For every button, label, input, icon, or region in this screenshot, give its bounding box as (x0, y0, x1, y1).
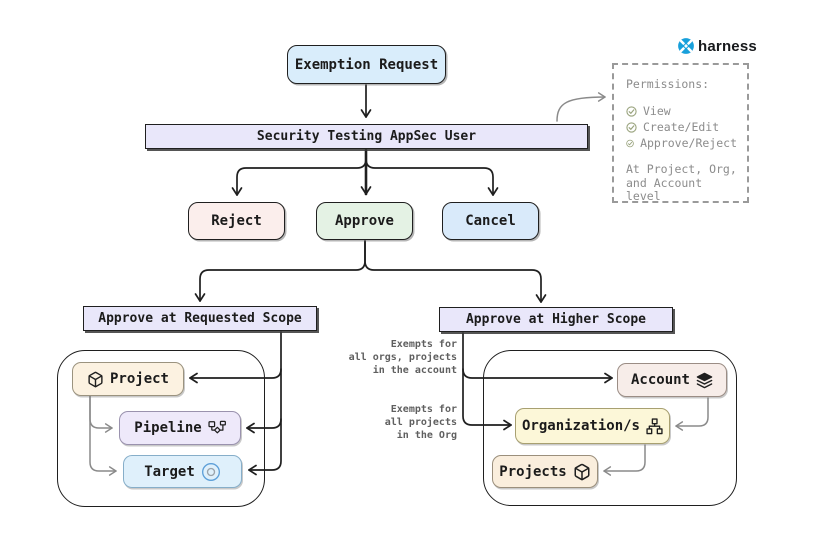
permission-item-approve-reject: Approve/Reject (626, 135, 737, 151)
node-label: Cancel (465, 213, 516, 229)
node-label: Project (109, 371, 169, 387)
check-circle-icon (626, 106, 637, 117)
arrow-approve-to-higher-scope (364, 240, 547, 303)
node-pipeline: Pipeline (119, 411, 241, 445)
requested-scope-container (57, 350, 265, 507)
permission-label: View (643, 103, 671, 118)
node-project: Project (72, 362, 184, 396)
arrow-userbar-to-permissions (556, 92, 606, 122)
permission-label: Approve/Reject (640, 135, 737, 150)
node-label: Reject (211, 213, 262, 229)
bar-security-testing-appsec-user: Security Testing AppSec User (145, 124, 588, 149)
bar-approve-at-higher-scope: Approve at Higher Scope (439, 307, 673, 332)
sitemap-icon (646, 417, 663, 434)
annotation-org-exempt: Exempts for all projects in the Org (384, 404, 457, 441)
node-target: Target (123, 455, 242, 488)
node-label: Organization/s (521, 418, 640, 434)
permission-label: Create/Edit (643, 119, 720, 134)
bar-label: Security Testing AppSec User (256, 129, 477, 144)
node-label: Target (144, 463, 195, 480)
layers-icon (696, 372, 713, 388)
permission-item-create-edit: Create/Edit (626, 119, 737, 135)
node-organizations: Organization/s (515, 408, 670, 444)
permissions-scope-note: At Project, Org, and Account level (626, 162, 737, 203)
harness-logo: harness (677, 37, 757, 55)
higher-scope-container (483, 350, 737, 506)
node-reject: Reject (188, 202, 285, 240)
node-label: Pipeline (134, 420, 202, 436)
harness-logo-icon (678, 38, 694, 54)
permissions-panel: Permissions: View Create/Edit Approve/Re… (612, 63, 749, 203)
bar-approve-at-requested-scope: Approve at Requested Scope (83, 306, 317, 331)
node-label: Account (630, 372, 690, 388)
node-label: Exemption Request (294, 56, 439, 73)
bar-label: Approve at Requested Scope (98, 311, 302, 326)
arrow-approve-to-requested-scope (194, 240, 366, 302)
node-label: Approve (334, 213, 394, 229)
node-cancel: Cancel (442, 202, 539, 240)
bar-label: Approve at Higher Scope (465, 312, 646, 327)
harness-wordmark: harness (698, 37, 757, 55)
check-circle-icon (626, 139, 634, 148)
node-exemption-request: Exemption Request (287, 45, 446, 84)
node-account: Account (617, 363, 727, 397)
annotation-account-exempt: Exempts for all orgs, projects in the ac… (348, 339, 457, 376)
permission-item-view: View (626, 103, 737, 119)
arrow-userbar-to-cancel (365, 149, 499, 196)
check-circle-icon (626, 122, 637, 133)
node-projects: Projects (492, 455, 598, 488)
arrow-userbar-to-reject (231, 149, 367, 196)
package-icon (574, 463, 590, 480)
package-icon (88, 371, 103, 387)
pipeline-icon (208, 420, 226, 434)
node-label: Projects (499, 463, 567, 480)
target-icon (201, 462, 220, 481)
permissions-title: Permissions: (626, 77, 710, 91)
node-approve: Approve (316, 202, 413, 240)
